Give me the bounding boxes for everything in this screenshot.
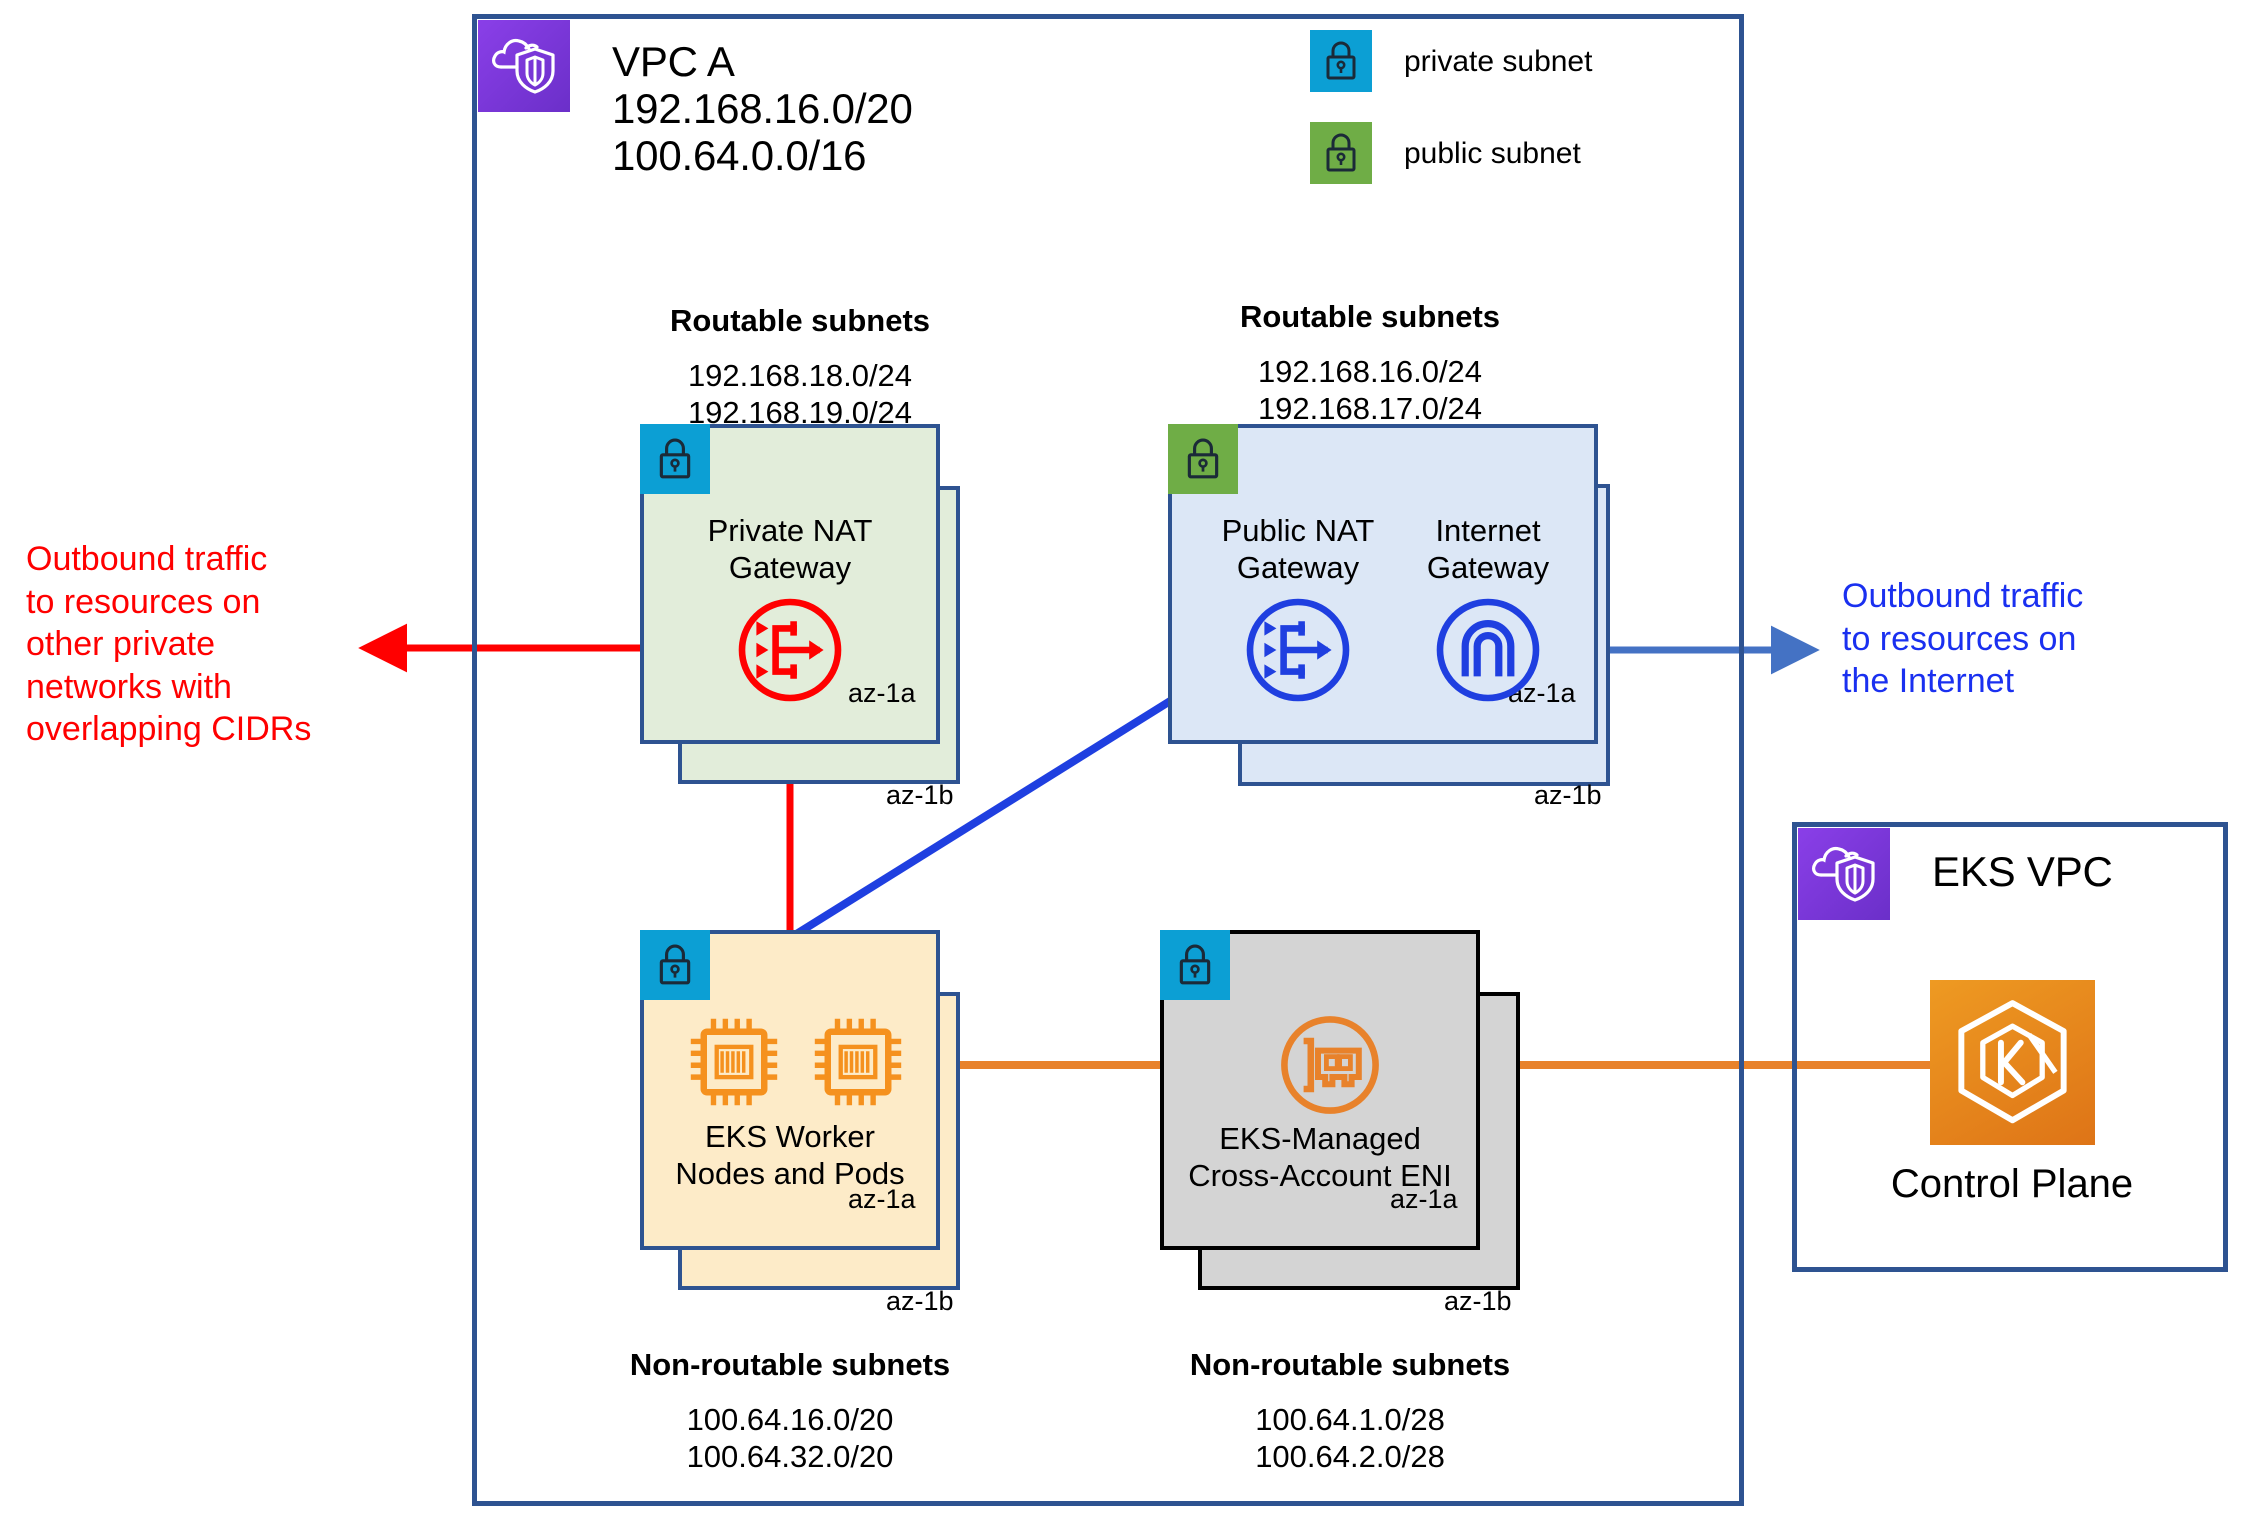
private-nat-az-1a-label: az-1a	[848, 678, 916, 708]
annotation-internet-outbound: Outbound traffic to resources on the Int…	[1842, 577, 2084, 700]
eni-nonroutable-heading: Non-routable subnets 100.64.1.0/28 100.6…	[1150, 1328, 1550, 1494]
vpc-a-cloud-shield-icon	[478, 20, 570, 112]
nat-gateway-icon-public	[1238, 590, 1358, 710]
routable-subnets-label-right: Routable subnets	[1239, 298, 1501, 334]
internet-gateway-label: Internet Gateway	[1426, 513, 1550, 586]
routable-subnets-cidrs-left: 192.168.18.0/24 192.168.19.0/24	[687, 358, 913, 430]
nonroutable-subnets-cidrs-left: 100.64.16.0/20 100.64.32.0/20	[686, 1402, 894, 1474]
worker-nodes-lock-badge	[640, 930, 710, 1000]
control-plane-label: Control Plane	[1890, 1162, 2134, 1206]
private-nat-gateway-label: Private NAT Gateway	[707, 513, 873, 586]
lock-icon	[659, 944, 691, 985]
public-subnet-az-1a-subnet[interactable]	[1168, 424, 1598, 744]
public-subnet-heading: Routable subnets 192.168.16.0/24 192.168…	[1160, 280, 1580, 446]
worker-nonroutable-heading: Non-routable subnets 100.64.16.0/20 100.…	[590, 1328, 990, 1494]
public-subnet-lock-badge	[1168, 424, 1238, 494]
eni-az-1a-label: az-1a	[1390, 1184, 1458, 1214]
vpc-a-title: VPC A 192.168.16.0/20 100.64.0.0/16	[612, 38, 913, 180]
eks-vpc-cloud-shield-icon	[1798, 828, 1890, 920]
routable-subnets-cidrs-right: 192.168.16.0/24 192.168.17.0/24	[1257, 354, 1483, 426]
worker-nodes-label: EKS Worker Nodes and Pods	[675, 1119, 905, 1192]
routable-subnets-label-left: Routable subnets	[669, 302, 931, 338]
lock-icon	[1179, 944, 1211, 985]
eks-vpc-container	[1792, 822, 2228, 1272]
nonroutable-subnets-cidrs-right: 100.64.1.0/28 100.64.2.0/28	[1255, 1402, 1445, 1474]
private-nat-az-1b-label: az-1b	[886, 780, 954, 810]
lock-icon	[1326, 133, 1356, 172]
nonroutable-subnets-label-left: Non-routable subnets	[629, 1346, 951, 1382]
nat-gateway-icon-private	[730, 590, 850, 710]
nonroutable-subnets-label-right: Non-routable subnets	[1189, 1346, 1511, 1382]
eni-label: EKS-Managed Cross-Account ENI	[1188, 1121, 1452, 1194]
legend-public-subnet-swatch	[1310, 122, 1372, 184]
vpc-a-container	[472, 14, 1744, 1506]
lock-icon	[659, 438, 691, 479]
legend-private-subnet-label: private subnet	[1404, 45, 1593, 78]
public-nat-gateway-label: Public NAT Gateway	[1221, 513, 1375, 586]
network-interface-icon	[1270, 1005, 1390, 1125]
worker-nodes-az-1b-label: az-1b	[886, 1286, 954, 1316]
eks-vpc-title: EKS VPC	[1932, 848, 2113, 895]
compute-chip-icon-1	[680, 1008, 788, 1116]
annotation-private-outbound: Outbound traffic to resources on other p…	[26, 540, 312, 748]
public-subnet-az-1b-label: az-1b	[1534, 780, 1602, 810]
eni-az-1b-label: az-1b	[1444, 1286, 1512, 1316]
legend-private-subnet-swatch	[1310, 30, 1372, 92]
eni-lock-badge	[1160, 930, 1230, 1000]
lock-icon	[1187, 438, 1219, 479]
internet-gateway-icon	[1428, 590, 1548, 710]
legend-public-subnet-label: public subnet	[1404, 137, 1581, 170]
kubernetes-hexagon-icon	[1930, 980, 2095, 1145]
lock-icon	[1326, 41, 1356, 80]
eni-az-1a-subnet[interactable]	[1160, 930, 1480, 1250]
worker-nodes-az-1a-label: az-1a	[848, 1184, 916, 1214]
compute-chip-icon-2	[804, 1008, 912, 1116]
private-nat-lock-badge	[640, 424, 710, 494]
